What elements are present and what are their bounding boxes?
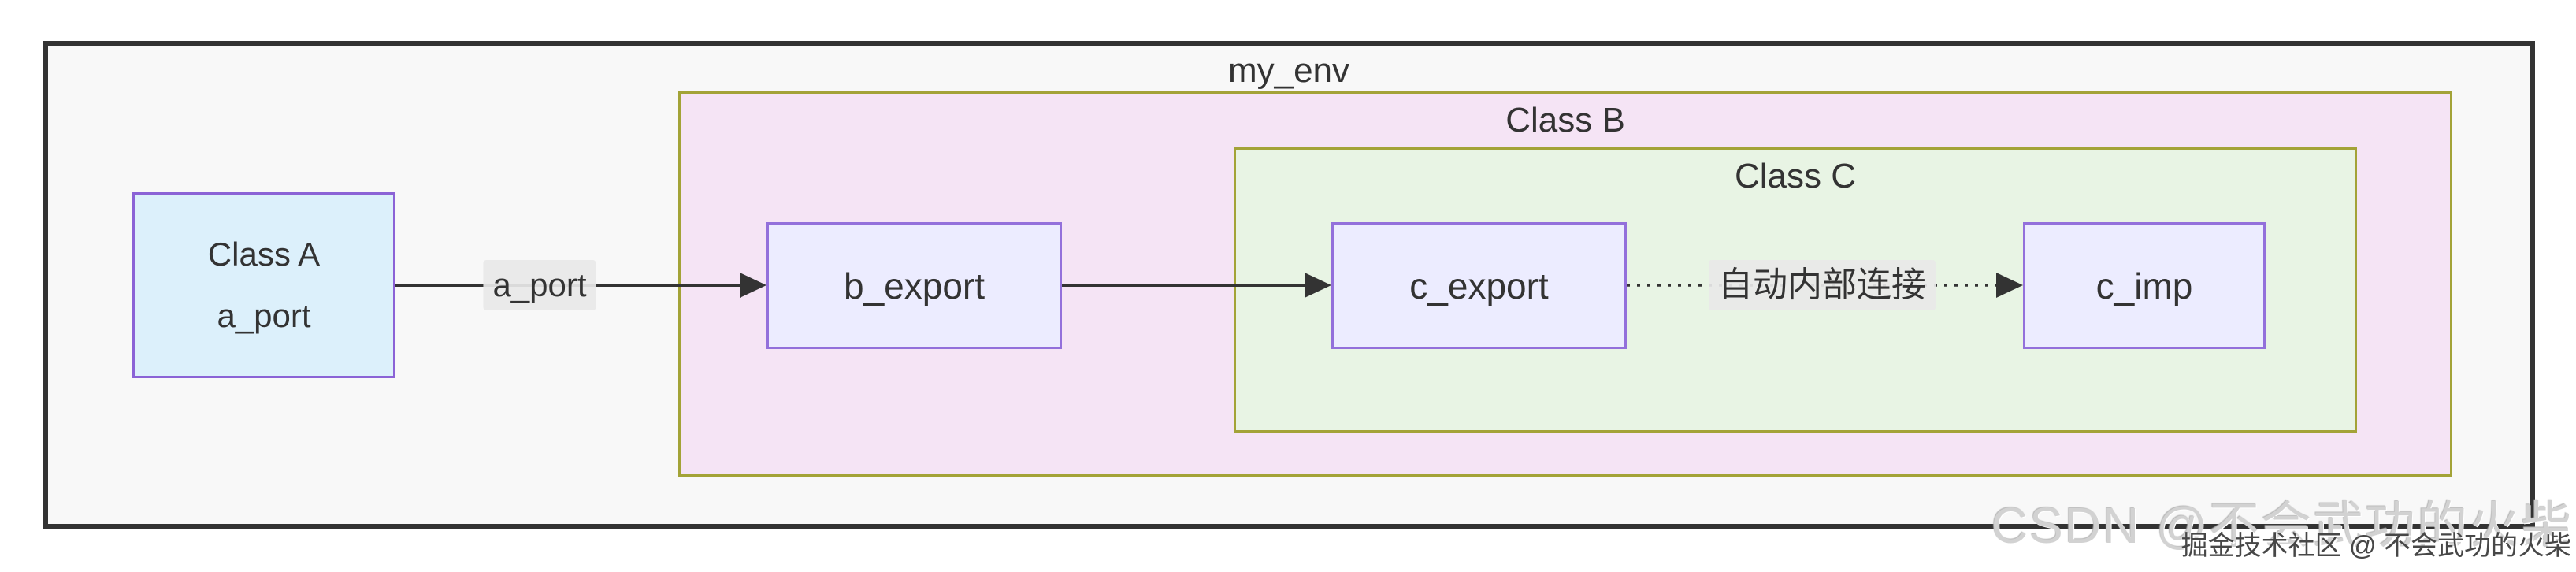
subgraph-my-env-title: my_env: [1227, 51, 1350, 90]
node-c-imp-label: c_imp: [2095, 265, 2193, 306]
node-class-a: Class A a_port: [132, 192, 395, 378]
node-c-imp: c_imp: [2023, 222, 2266, 349]
node-class-a-title: Class A: [207, 236, 321, 273]
subgraph-class-b-title: Class B: [1505, 101, 1625, 139]
watermark-csdn: CSDN @不会武功的火柴: [1991, 497, 2573, 554]
node-c-export: c_export: [1331, 222, 1627, 349]
watermark-juejin: 掘金技术社区 @ 不会武功的火柴: [2181, 531, 2571, 561]
subgraph-class-c-title: Class C: [1734, 157, 1857, 195]
node-c-export-label: c_export: [1409, 265, 1549, 306]
node-b-export-label: b_export: [843, 265, 985, 306]
edge-label-a-port: a_port: [483, 260, 596, 310]
node-b-export: b_export: [766, 222, 1062, 349]
node-class-a-port: a_port: [217, 297, 311, 334]
edge-label-auto-internal-connection: 自动内部连接: [1709, 260, 1936, 310]
